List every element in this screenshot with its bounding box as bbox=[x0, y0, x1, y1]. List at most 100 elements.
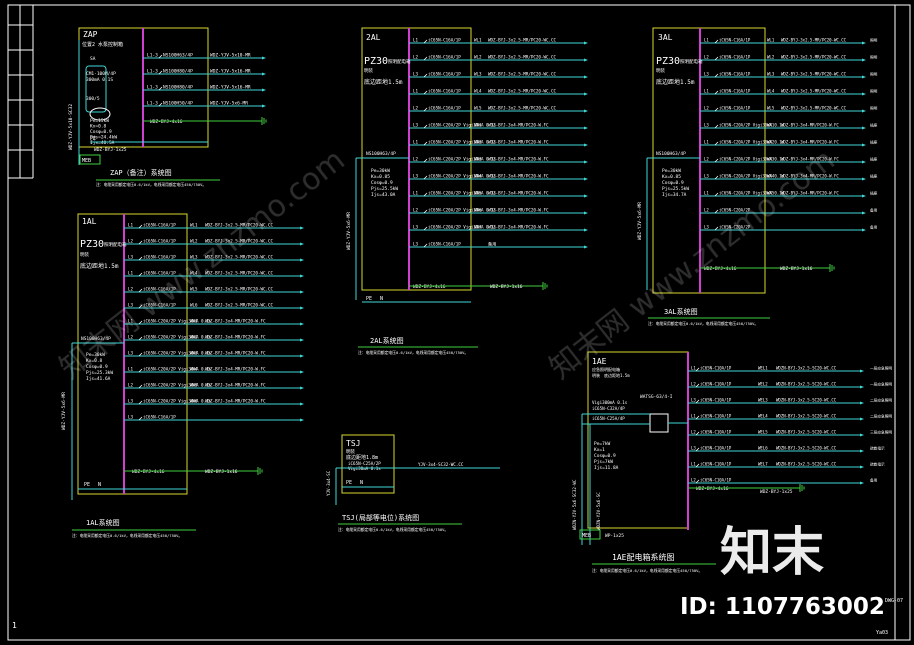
circuit-cable: WDZ-BYJ-3x4-MR/PC20-W.FC bbox=[205, 399, 266, 404]
arrow-icon bbox=[300, 338, 304, 342]
circuit-cable: WDZN-BYJ-3x2.5-SC20-WC.CC bbox=[776, 462, 837, 467]
arrow-icon bbox=[300, 322, 304, 326]
panel-1al-desc2: 明装 bbox=[80, 251, 89, 258]
circuit-cable: WDZ-BYJ-3x2.5-MR/PC20-WC.CC bbox=[205, 303, 274, 308]
circuit-id: WX4 bbox=[190, 367, 198, 372]
circuit-breaker: iC65N-C20A/2P Vigi30mA 0.1s bbox=[143, 335, 212, 340]
arrow-icon bbox=[860, 417, 864, 421]
circuit-phase: L2 bbox=[128, 287, 134, 292]
circuit-phase: L2 bbox=[413, 157, 419, 162]
breaker-contact-icon bbox=[714, 192, 719, 197]
ground-icon bbox=[542, 282, 548, 290]
panel-3al-desc3: 底边距地1.5m bbox=[656, 78, 695, 86]
breaker-contact-icon bbox=[138, 352, 143, 357]
panel-1al-spare-cable: WDZ-BYJ-4x16 bbox=[132, 469, 165, 475]
circuit-phase: L1 bbox=[704, 89, 709, 94]
panel-1al-pe-label: PE bbox=[84, 482, 90, 488]
corner-stamp-2: DWG-07 bbox=[885, 598, 903, 604]
panel-1ae-meb-label: MEB bbox=[582, 533, 591, 539]
panel-zap-note: 注：电缆采用额定电压0.6/1kV，电线采用额定电压450/750V。 bbox=[96, 182, 206, 187]
panel-1ae-note-id: WP-1x25 bbox=[605, 533, 624, 539]
panel-1ae: 1AE 应急照明配电箱 明装 底边距地1.5m WATSG-63/4-I Vig… bbox=[572, 351, 892, 573]
arrow-icon bbox=[584, 160, 588, 164]
circuit-breaker: iC65N-C20A/2P Vigi30mA 0.1s bbox=[719, 191, 785, 196]
circuit-phase: L1 bbox=[128, 223, 134, 228]
circuit-breaker: iC65N-C16A/1P bbox=[428, 106, 461, 111]
arrow-icon bbox=[862, 177, 866, 181]
circuit-id: WL1 bbox=[474, 38, 482, 43]
circuit-phase: L2 bbox=[691, 478, 696, 483]
page-number: 1 bbox=[12, 621, 17, 630]
circuit-load: 一层应急照明 bbox=[870, 382, 892, 387]
panel-param: Kx=0.8 bbox=[86, 358, 103, 364]
panel-1ae-ats: WATSG-63/4-I bbox=[640, 394, 673, 400]
circuit-breaker: iC65N-C20A/2P Vigi30mA 0.1s bbox=[719, 157, 785, 162]
arrow-icon bbox=[300, 386, 304, 390]
circuit-phase: L1-3 bbox=[147, 69, 158, 75]
circuit-breaker: iC65N-C16A/1P bbox=[143, 287, 176, 292]
breaker-contact-icon bbox=[138, 288, 143, 293]
circuit-phase: L3 bbox=[413, 72, 419, 77]
arrow-icon bbox=[860, 465, 864, 469]
panel-1al-desc1: 照明配电箱 bbox=[104, 241, 127, 248]
circuit-load: 插座 bbox=[870, 123, 878, 128]
circuit-id: WEL4 bbox=[758, 414, 768, 419]
panel-3al-ground-cable: WDZ-BYJ-1x16 bbox=[780, 266, 813, 272]
panel-2al-pe-label: PE bbox=[366, 296, 372, 302]
breaker-contact-icon bbox=[138, 320, 143, 325]
ground-icon bbox=[799, 484, 805, 492]
circuit-breaker: iC65N-C20A/2P Vigi30mA 0.1s bbox=[143, 399, 212, 404]
circuit-id: WX4 bbox=[474, 174, 482, 179]
panel-3al-desc2: 明装 bbox=[656, 67, 665, 74]
panel-1ae-spare-cable: WDZ-BYJ-4x16 bbox=[696, 486, 729, 492]
circuit-id: WEL6 bbox=[758, 446, 768, 451]
circuit-cable: WDZ-BYJ-3x4-MR/PC20-W.FC bbox=[781, 123, 839, 128]
circuit-load: 插座 bbox=[870, 191, 878, 196]
arrow-icon bbox=[262, 88, 266, 92]
circuit-phase: L1 bbox=[691, 462, 696, 467]
breaker-contact-icon bbox=[714, 141, 719, 146]
breaker-contact-icon bbox=[138, 304, 143, 309]
circuit-breaker: iC65N-C16A/1P bbox=[428, 55, 461, 60]
breaker-contact-icon bbox=[138, 416, 143, 421]
panel-param: Cosφ=0.9 bbox=[90, 129, 112, 135]
circuit-phase: L3 bbox=[413, 123, 419, 128]
breaker-contact-icon bbox=[423, 124, 428, 129]
circuit-breaker: NS100H50/4P bbox=[163, 101, 193, 107]
panel-zap-spare-cable: WDZ-BYJ-4x16 bbox=[150, 119, 183, 125]
arrow-icon bbox=[300, 258, 304, 262]
circuit-phase: L2 bbox=[704, 157, 709, 162]
breaker-contact-icon bbox=[695, 367, 700, 372]
panel-2al-desc3: 底边距地1.5m bbox=[364, 78, 403, 86]
circuit-breaker: iC65N-C20A/2P Vigi30mA 0.1s bbox=[143, 319, 212, 324]
arrow-icon bbox=[300, 402, 304, 406]
breaker-contact-icon bbox=[695, 479, 700, 484]
arrow-icon bbox=[300, 274, 304, 278]
breaker-contact-icon bbox=[714, 158, 719, 163]
panel-1ae-note: 注：电缆采用额定电压0.6/1kV，电线采用额定电压450/750V。 bbox=[592, 568, 702, 573]
circuit-breaker: iC65N-C10A/1P bbox=[700, 382, 732, 387]
panel-zap-meter-icon bbox=[85, 65, 107, 113]
arrow-icon bbox=[584, 211, 588, 215]
circuit-id: WX2 bbox=[190, 335, 198, 340]
breaker-contact-icon bbox=[423, 107, 428, 112]
panel-tsj-title: TSJ(局部等电位)系统图 bbox=[342, 513, 419, 522]
circuit-breaker: iC65N-C16A/1P bbox=[143, 223, 176, 228]
sheet-border bbox=[7, 4, 911, 641]
circuit-breaker: iC65N-C16A/1P bbox=[719, 55, 751, 60]
circuit-phase: L1 bbox=[128, 271, 134, 276]
circuit-cable: WDZ-BYJ-3x2.5-MR/PC20-WC.CC bbox=[488, 38, 557, 43]
circuit-breaker: iC65N-C10A/1P bbox=[700, 398, 732, 403]
circuit-phase: L3 bbox=[704, 123, 709, 128]
circuit-breaker: iC65N-C10A/1P bbox=[700, 462, 732, 467]
circuit-cable: WDZ-BYJ-3x4-MR/PC20-W.FC bbox=[781, 140, 839, 145]
panel-1al-main-breaker: NS100H63/4P bbox=[81, 336, 111, 342]
arrow-icon bbox=[584, 228, 588, 232]
panel-zap-meb-box bbox=[79, 154, 101, 165]
circuit-breaker: iC65N-C20A/2P Vigi30mA 0.1s bbox=[428, 140, 497, 145]
